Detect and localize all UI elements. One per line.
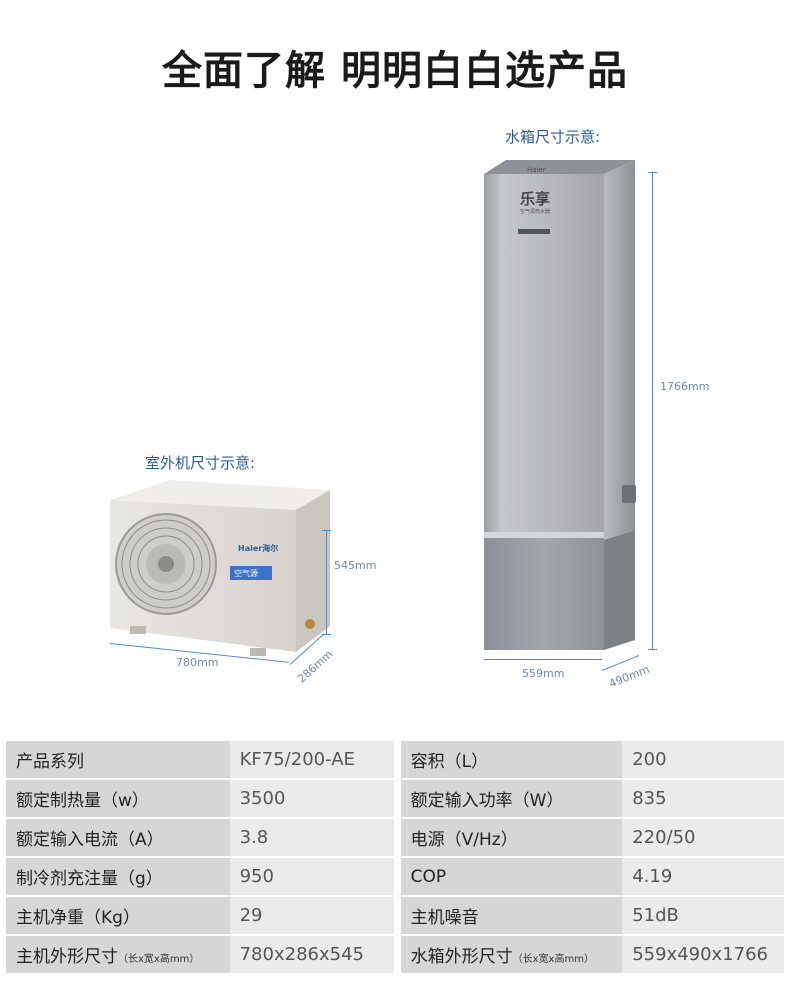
spec-label: COP bbox=[400, 858, 623, 897]
outdoor-brand-en: Haier bbox=[238, 544, 263, 553]
spec-value: 29 bbox=[229, 897, 395, 936]
outdoor-height-line bbox=[326, 530, 327, 635]
outdoor-width-label: 780mm bbox=[176, 656, 219, 669]
spec-label-with-note: 主机外形尺寸（长x宽x高mm） bbox=[6, 936, 230, 975]
spec-value: KF75/200-AE bbox=[229, 741, 395, 780]
tank-product-sub: 空气源热水器 bbox=[520, 209, 551, 215]
spec-value: 559x490x1766 bbox=[622, 936, 784, 975]
outdoor-brand-cn: 海尔 bbox=[262, 544, 279, 553]
spec-label: 电源（V/Hz） bbox=[400, 819, 623, 858]
spec-value: 3.8 bbox=[229, 819, 395, 858]
spec-value: 780x286x545 bbox=[229, 936, 395, 975]
spec-label: 水箱外形尺寸 bbox=[410, 947, 513, 967]
tank-height-cap-bottom bbox=[648, 649, 657, 650]
page-title: 全面了解 明明白白选产品 bbox=[162, 48, 628, 94]
spec-value: 220/50 bbox=[622, 819, 784, 858]
spec-label: 制冷剂充注量（g） bbox=[6, 858, 230, 897]
tank-width-label: 559mm bbox=[522, 667, 565, 680]
outdoor-unit-illustration bbox=[110, 480, 330, 656]
spec-value: 835 bbox=[622, 780, 784, 819]
tank-height-line bbox=[652, 172, 653, 650]
spec-label: 主机净重（Kg） bbox=[6, 897, 230, 936]
spec-label: 产品系列 bbox=[6, 741, 230, 780]
spec-gap bbox=[394, 858, 401, 897]
tank-badge bbox=[518, 229, 550, 234]
tank-height-cap-top bbox=[648, 172, 657, 173]
spec-gap bbox=[394, 897, 401, 936]
spec-label: 额定输入电流（A） bbox=[6, 819, 230, 858]
outdoor-caption: 室外机尺寸示意: bbox=[145, 454, 256, 472]
spec-value: 4.19 bbox=[622, 858, 784, 897]
spec-value: 51dB bbox=[622, 897, 784, 936]
outdoor-brand: Haier海尔 bbox=[238, 543, 278, 554]
spec-gap bbox=[394, 780, 401, 819]
table-row: 额定制热量（w） 3500 额定输入功率（W） 835 bbox=[6, 780, 784, 819]
spec-value: 3500 bbox=[229, 780, 395, 819]
spec-label: 主机外形尺寸 bbox=[16, 947, 118, 967]
table-row: 制冷剂充注量（g） 950 COP 4.19 bbox=[6, 858, 784, 897]
tank-width-line bbox=[484, 659, 602, 660]
outdoor-sticker-text: 空气源 bbox=[234, 569, 258, 578]
table-row: 额定输入电流（A） 3.8 电源（V/Hz） 220/50 bbox=[6, 819, 784, 858]
spec-value: 200 bbox=[622, 741, 784, 780]
spec-table: 产品系列 KF75/200-AE 容积（L） 200 额定制热量（w） 3500… bbox=[6, 741, 784, 975]
outdoor-height-cap-bottom bbox=[322, 634, 331, 635]
spec-label-note: （长x宽x高mm） bbox=[512, 954, 594, 965]
tank-product-name: 乐享 bbox=[520, 190, 551, 208]
tank-caption: 水箱尺寸示意: bbox=[505, 128, 601, 146]
table-row: 产品系列 KF75/200-AE 容积（L） 200 bbox=[6, 741, 784, 780]
spec-value: 950 bbox=[229, 858, 395, 897]
spec-gap bbox=[394, 936, 401, 975]
outdoor-height-label: 545mm bbox=[334, 559, 377, 572]
spec-label: 额定输入功率（W） bbox=[400, 780, 623, 819]
table-row: 主机外形尺寸（长x宽x高mm） 780x286x545 水箱外形尺寸（长x宽x高… bbox=[6, 936, 784, 975]
outdoor-height-cap-top bbox=[322, 530, 331, 531]
spec-label-with-note: 水箱外形尺寸（长x宽x高mm） bbox=[400, 936, 623, 975]
spec-label: 容积（L） bbox=[400, 741, 623, 780]
tank-brand: Haier bbox=[527, 166, 546, 174]
spec-gap bbox=[394, 741, 401, 780]
spec-label-note: （长x宽x高mm） bbox=[118, 954, 200, 965]
table-row: 主机净重（Kg） 29 主机噪音 51dB bbox=[6, 897, 784, 936]
spec-gap bbox=[394, 819, 401, 858]
spec-label: 主机噪音 bbox=[400, 897, 623, 936]
spec-label: 额定制热量（w） bbox=[6, 780, 230, 819]
tank-height-label: 1766mm bbox=[660, 380, 710, 393]
water-tank-illustration bbox=[484, 160, 636, 650]
